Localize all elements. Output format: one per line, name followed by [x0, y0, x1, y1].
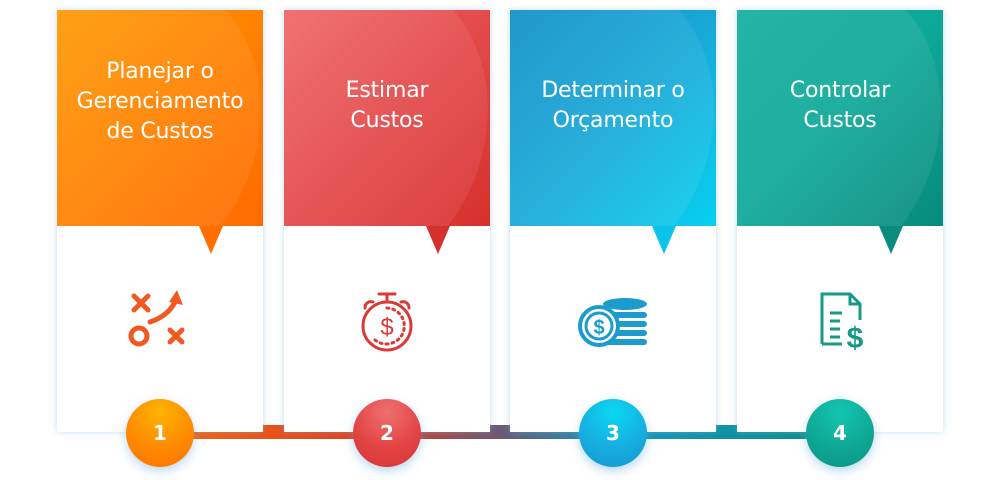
step-card-4: Controlar Custos $ [737, 10, 943, 432]
step-header-4: Controlar Custos [737, 10, 943, 226]
pointer-arrow [426, 226, 450, 254]
step-card-3: Determinar o Orçamento $ [510, 10, 716, 432]
strategy-plan-icon [128, 290, 185, 347]
step-header-1: Planejar o Gerenciamento de Custos [57, 10, 263, 226]
step-title-2: Estimar Custos [345, 78, 429, 133]
step-title-1: Planejar o Gerenciamento de Custos [76, 59, 244, 144]
coins-dollar-icon: $ [578, 298, 647, 347]
svg-text:$: $ [593, 317, 604, 339]
pointer-arrow [652, 226, 676, 254]
step-card-1: Planejar o Gerenciamento de Custos [57, 10, 263, 432]
step-number-3: 3 [579, 399, 647, 467]
stopwatch-dollar-icon: $ [361, 292, 413, 352]
step-number-4: 4 [806, 399, 874, 467]
step-header-3: Determinar o Orçamento [510, 10, 716, 226]
step-number-1: 1 [126, 399, 194, 467]
step-title-4: Controlar Custos [789, 78, 891, 133]
step-title-3: Determinar o Orçamento [541, 78, 685, 133]
step-card-2: Estimar Custos $ [284, 10, 490, 432]
pointer-arrow [199, 226, 223, 254]
step-header-2: Estimar Custos [284, 10, 490, 226]
svg-text:$: $ [380, 314, 393, 341]
document-dollar-icon: $ [820, 292, 864, 355]
svg-text:$: $ [847, 322, 864, 355]
step-number-2: 2 [353, 399, 421, 467]
pointer-arrow [879, 226, 903, 254]
